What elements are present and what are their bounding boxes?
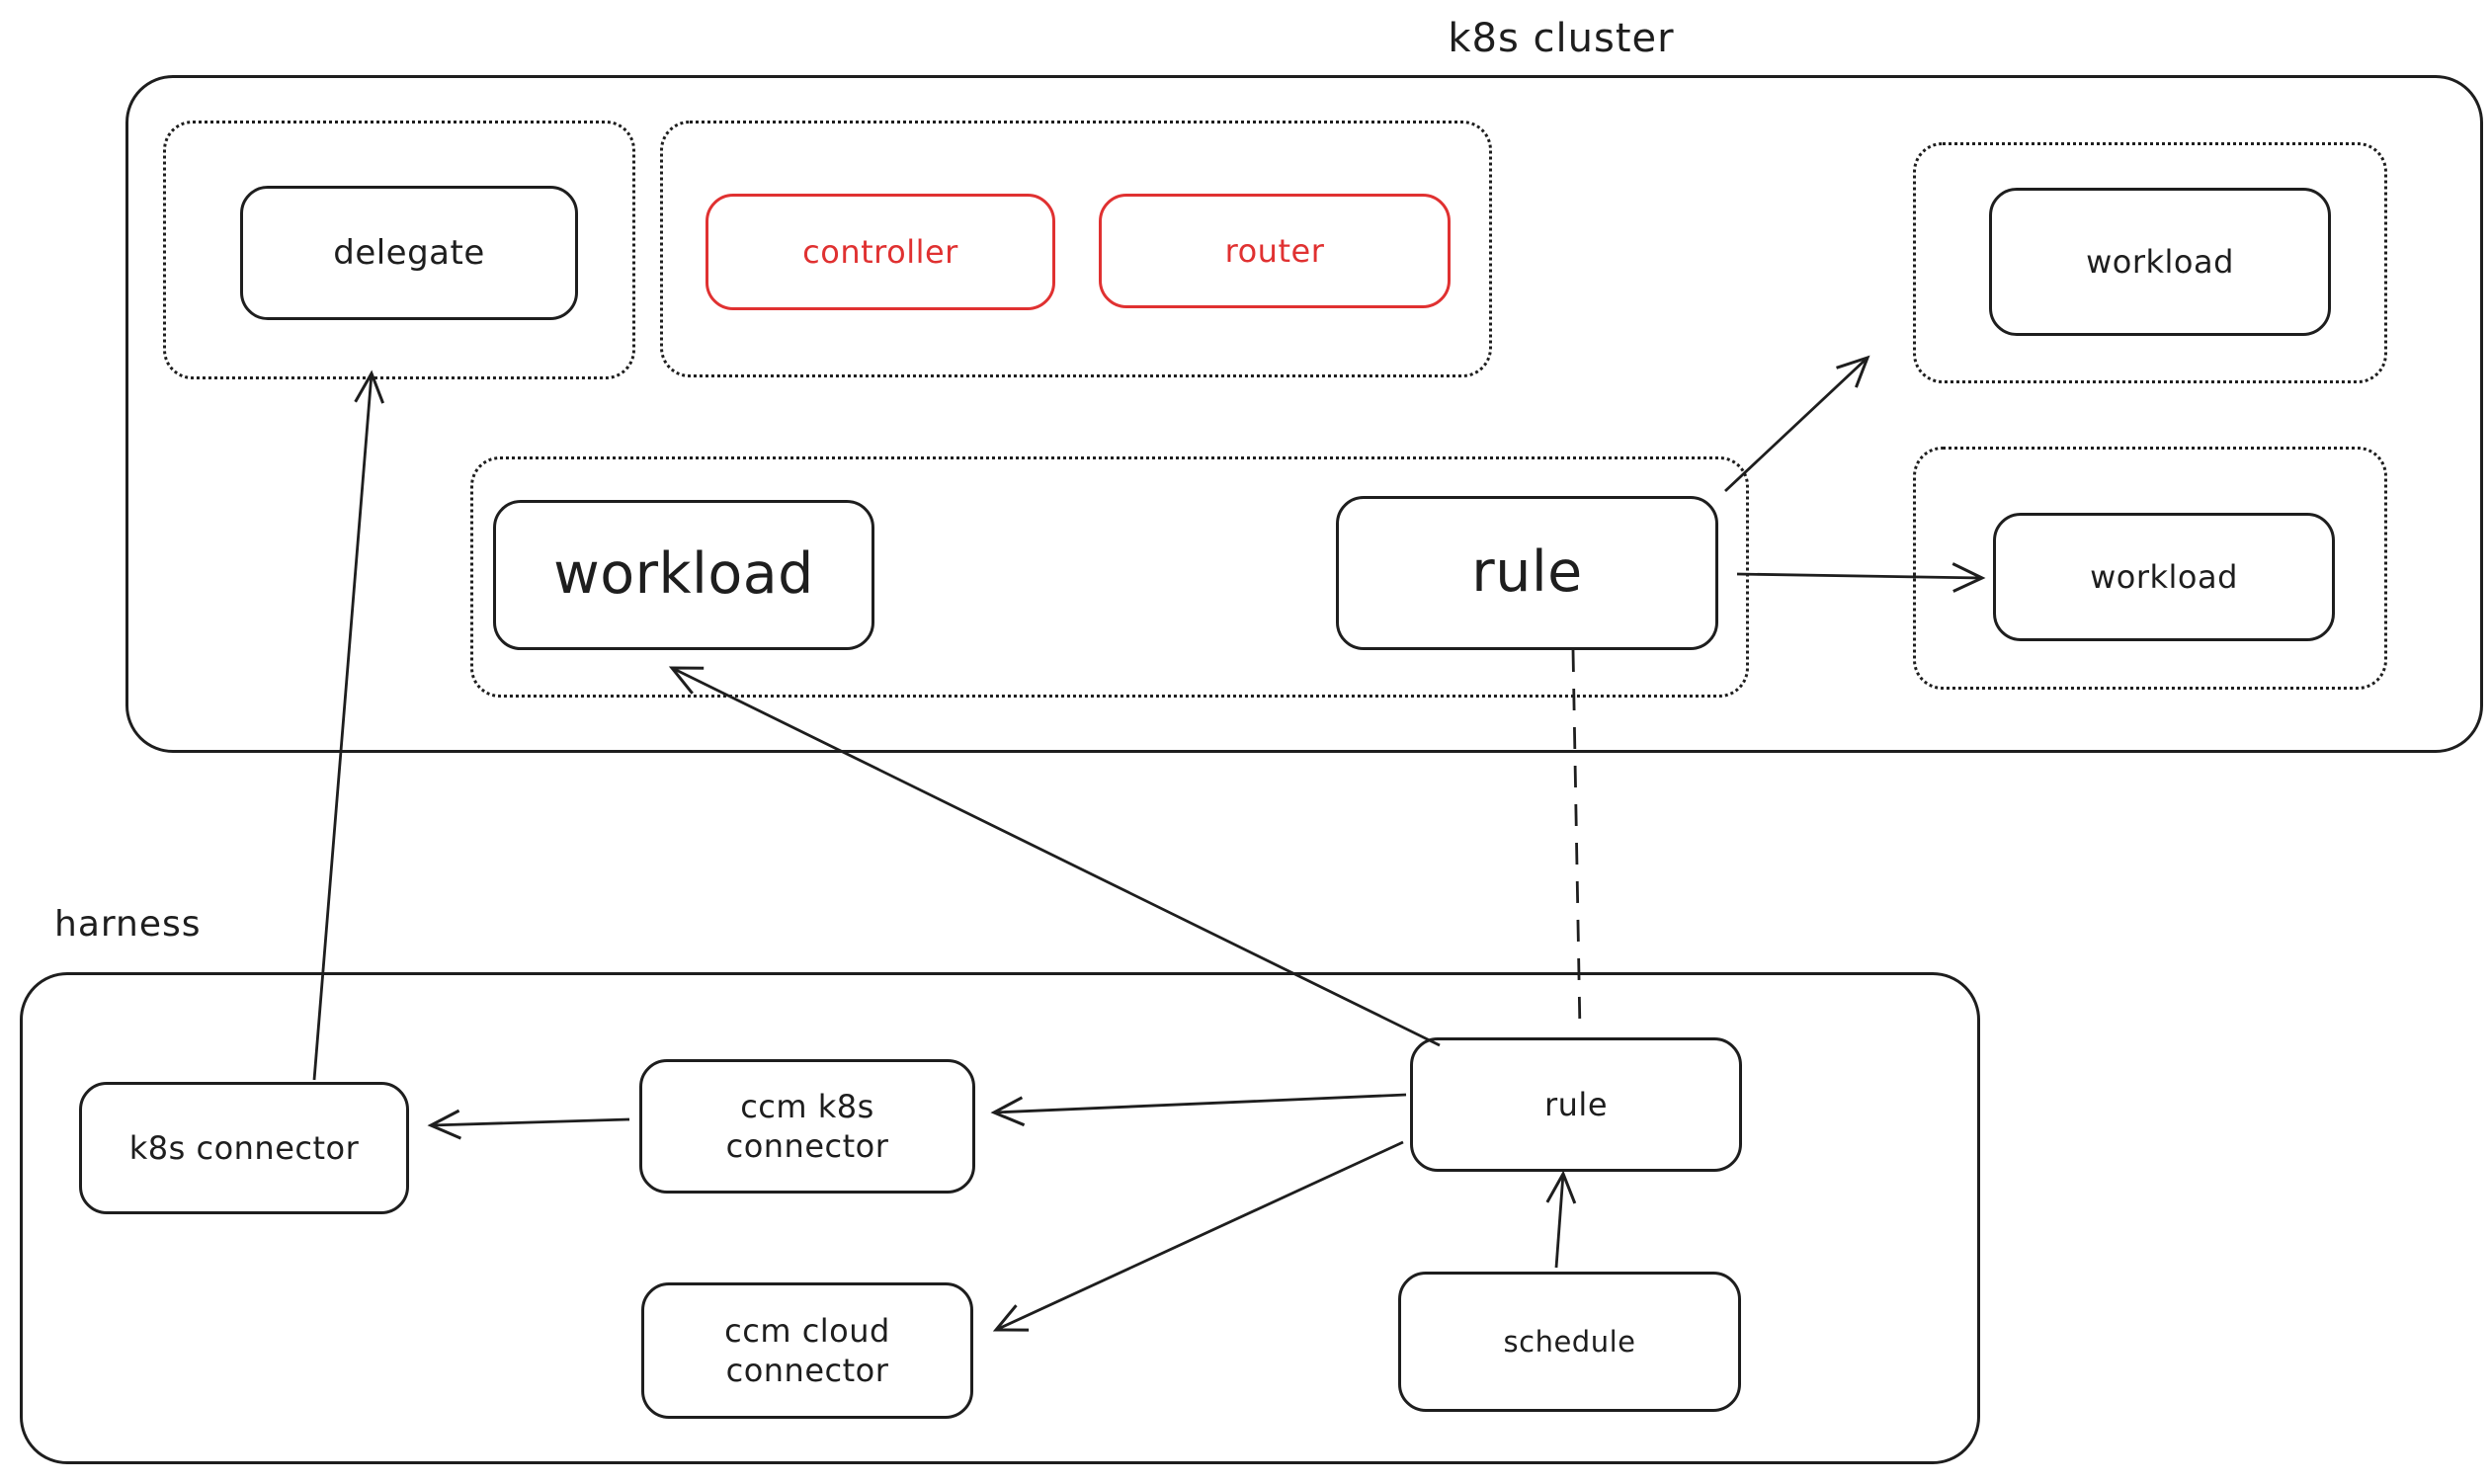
- schedule-node: schedule: [1398, 1272, 1741, 1412]
- rule-harness-node: rule: [1410, 1037, 1742, 1172]
- ccm-k8s-connector-node: ccm k8s connector: [639, 1059, 975, 1194]
- router-node: router: [1099, 194, 1451, 308]
- control-group: [660, 121, 1492, 377]
- router-label: router: [1224, 232, 1325, 270]
- workload-top-node: workload: [1989, 188, 2331, 336]
- ccm-k8s-connector-line1: ccm k8s: [740, 1088, 874, 1125]
- ccm-cloud-connector-line1: ccm cloud: [724, 1312, 890, 1350]
- workload-main-node: workload: [493, 500, 874, 650]
- workload-right-group: [1913, 447, 2387, 690]
- rule-k8s-node: rule: [1336, 496, 1718, 650]
- delegate-label: delegate: [333, 232, 485, 273]
- workload-top-group: [1913, 142, 2387, 383]
- delegate-group: [163, 121, 635, 379]
- workload-top-label: workload: [2086, 243, 2234, 281]
- rule-k8s-label: rule: [1471, 539, 1583, 606]
- ccm-cloud-connector-node: ccm cloud connector: [641, 1282, 973, 1419]
- controller-node: controller: [706, 194, 1055, 310]
- ccm-cloud-connector-line2: connector: [725, 1352, 889, 1389]
- ccm-cloud-connector-label: ccm cloud connector: [724, 1311, 890, 1390]
- schedule-label: schedule: [1503, 1324, 1636, 1359]
- k8s-connector-label: k8s connector: [128, 1129, 360, 1167]
- ccm-k8s-connector-label: ccm k8s connector: [726, 1087, 889, 1166]
- k8s-connector-node: k8s connector: [79, 1082, 409, 1214]
- controller-label: controller: [802, 233, 958, 271]
- workload-right-label: workload: [2090, 558, 2238, 596]
- delegate-node: delegate: [240, 186, 578, 320]
- rule-harness-label: rule: [1543, 1086, 1608, 1123]
- workload-main-label: workload: [553, 541, 814, 608]
- ccm-k8s-connector-line2: connector: [725, 1127, 889, 1165]
- k8s-cluster-title: k8s cluster: [1448, 16, 1675, 61]
- workload-right-node: workload: [1993, 513, 2335, 641]
- harness-title: harness: [54, 904, 202, 945]
